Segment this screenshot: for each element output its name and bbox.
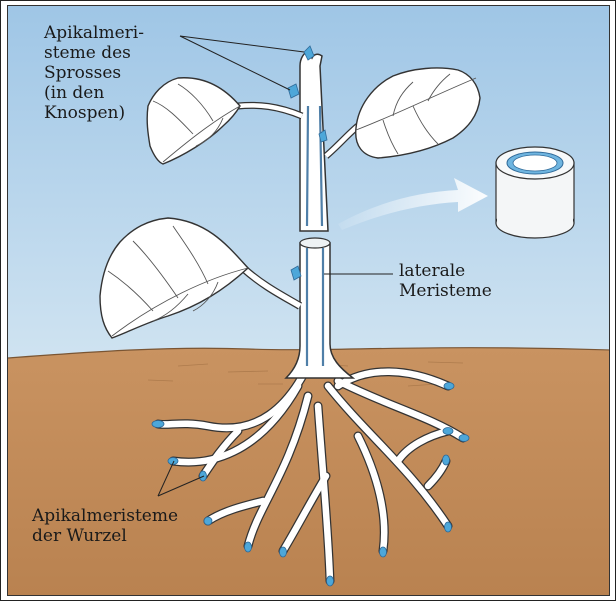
label-line: laterale [399, 261, 492, 281]
label-line: Knospen) [44, 103, 144, 123]
label-line: der Wurzel [32, 526, 178, 546]
figure-panel: Apikalmeri- steme des Sprosses (in den K… [7, 5, 610, 596]
label-shoot-apical-meristems: Apikalmeri- steme des Sprosses (in den K… [44, 23, 144, 123]
soil-ground [8, 348, 610, 596]
label-line: Apikalmeristeme [32, 506, 178, 526]
label-line: Sprosses [44, 63, 144, 83]
stem-section-cylinder [496, 147, 574, 238]
label-line: Apikalmeri- [44, 23, 144, 43]
label-line: steme des [44, 43, 144, 63]
label-root-apical-meristems: Apikalmeristeme der Wurzel [32, 506, 178, 546]
label-line: (in den [44, 83, 144, 103]
label-line: Meristeme [399, 281, 492, 301]
label-lateral-meristems: laterale Meristeme [399, 261, 492, 301]
